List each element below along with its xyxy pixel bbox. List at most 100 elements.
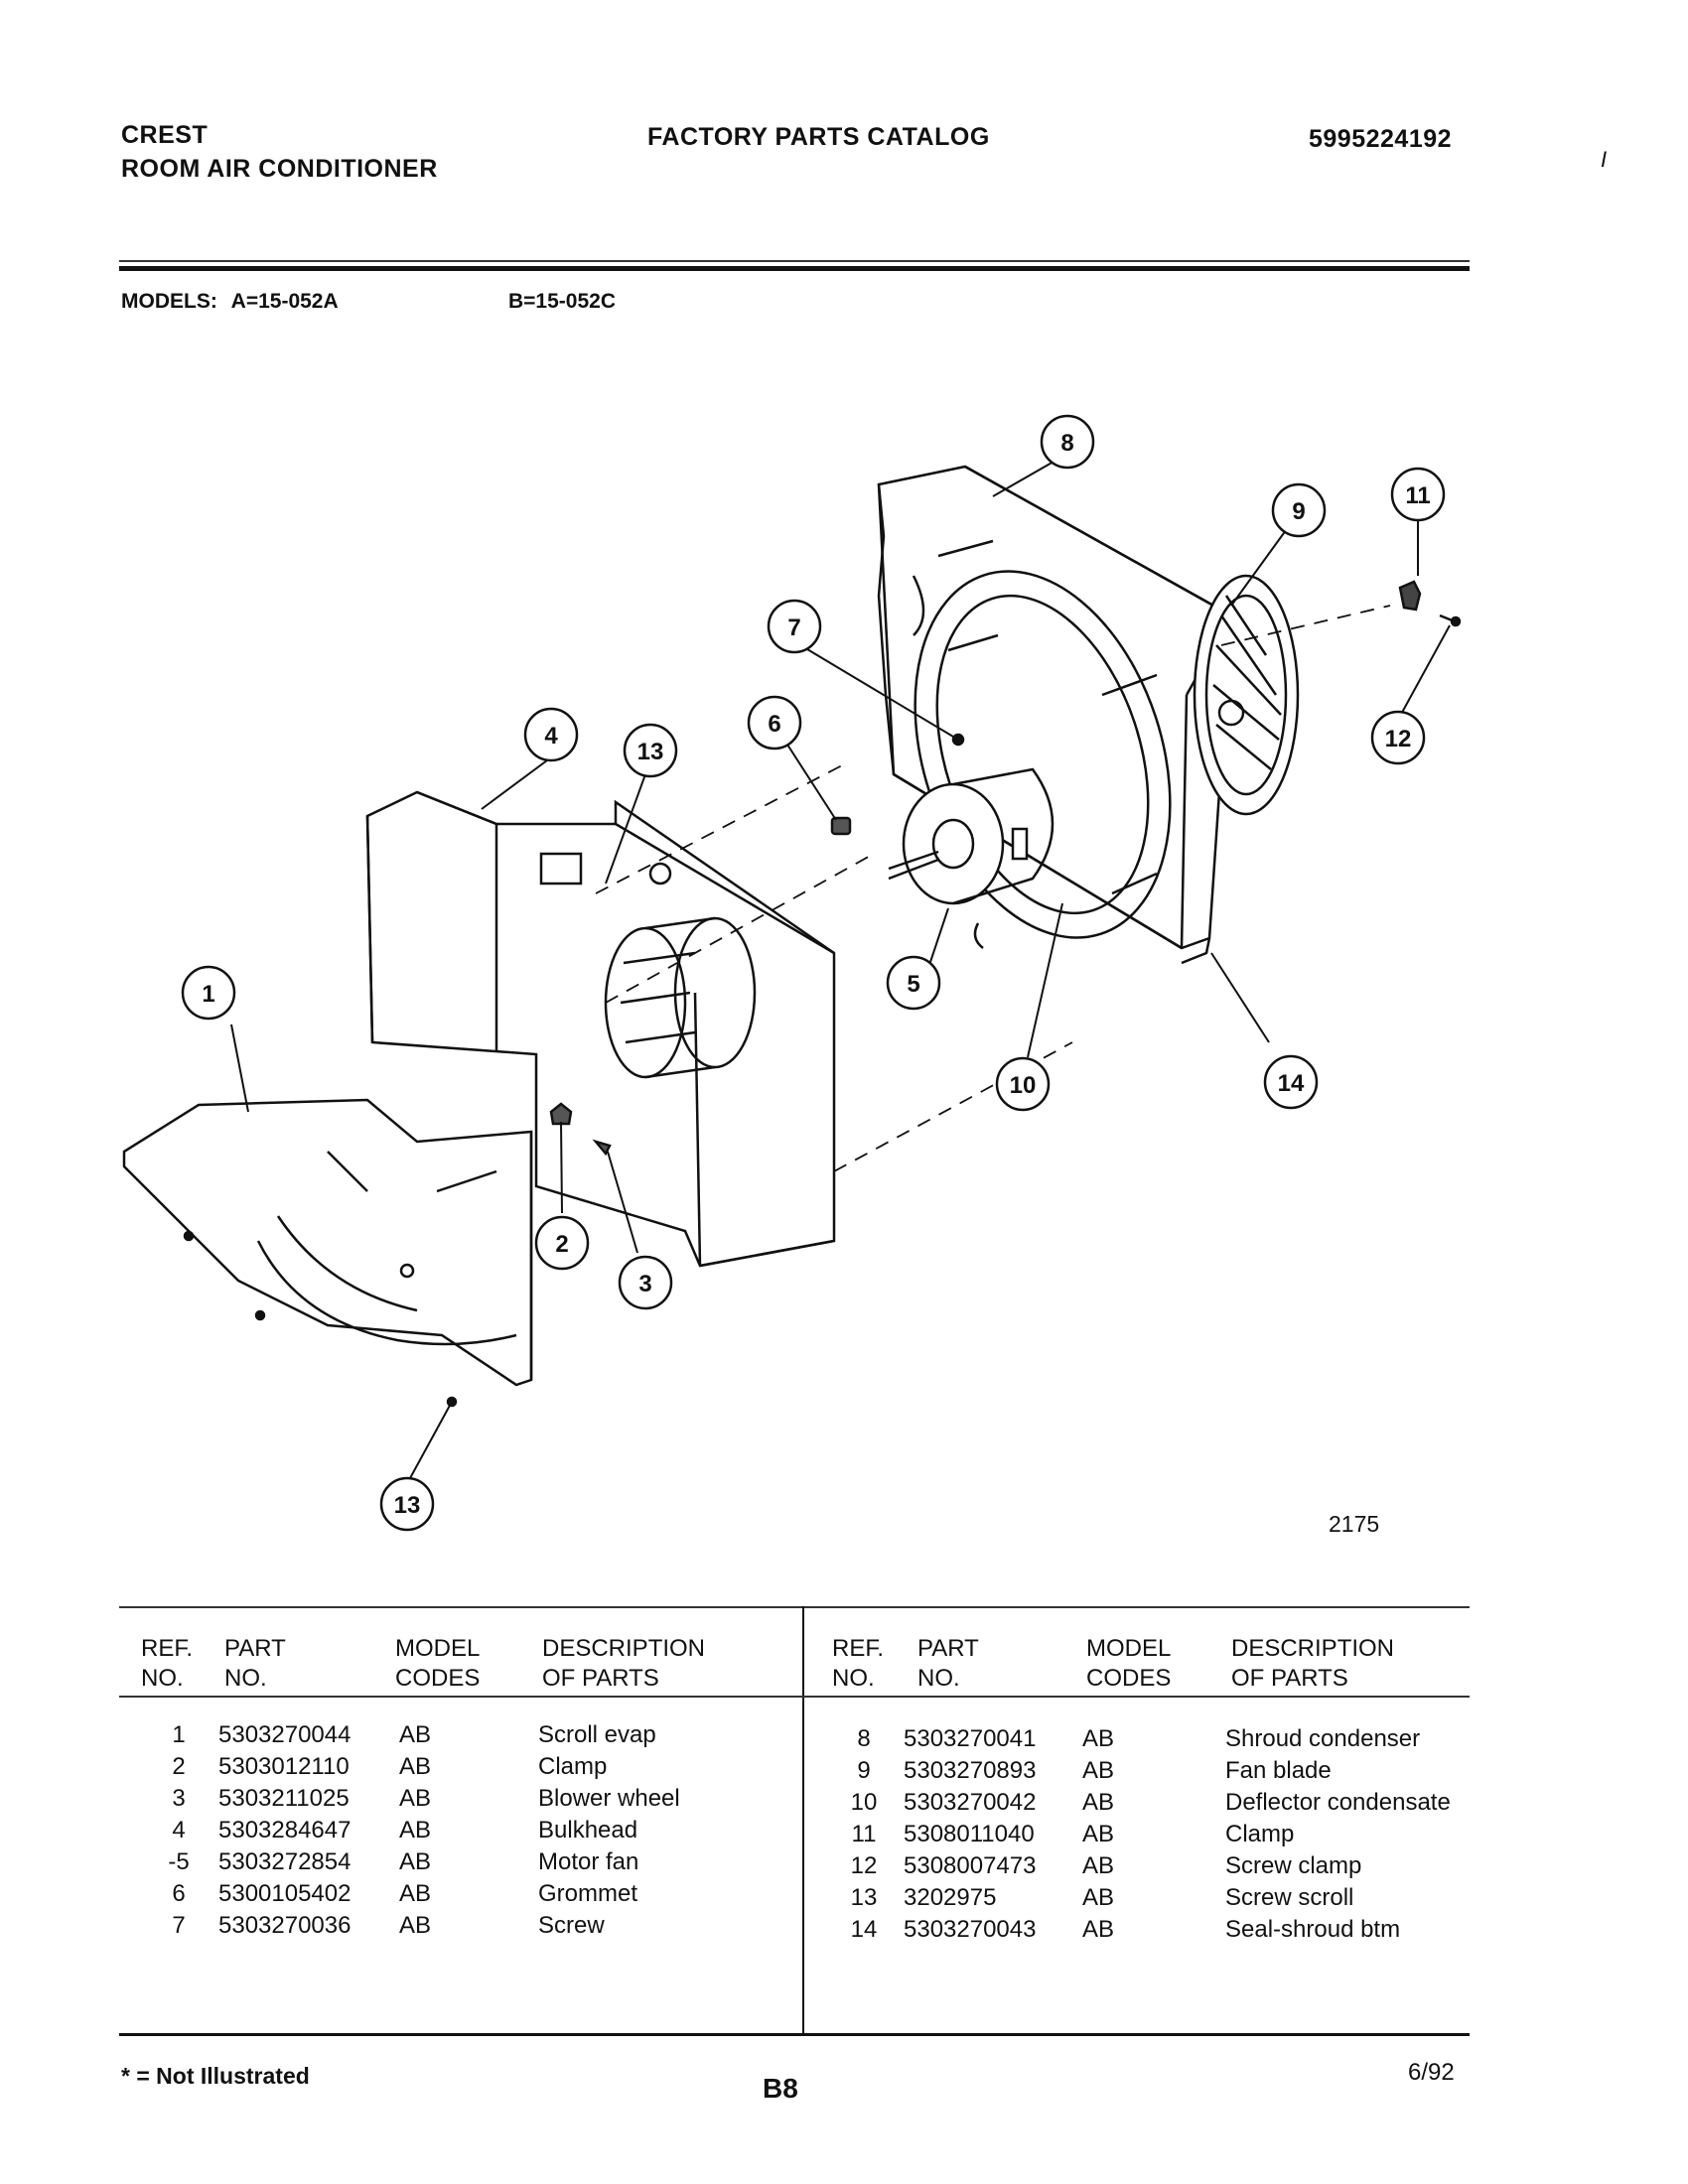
right-header-ref: REF. NO. xyxy=(832,1634,884,1694)
header-ref-line2: NO. xyxy=(832,1665,875,1692)
row-ref: 2 xyxy=(172,1753,186,1780)
row-ref: 4 xyxy=(172,1817,186,1843)
callout-13-bottom: 13 xyxy=(379,1476,435,1532)
header-desc-line1: DESCRIPTION xyxy=(542,1635,706,1662)
clamp xyxy=(549,1102,573,1126)
revision-date: 6/92 xyxy=(1408,2059,1455,2086)
exploded-parts-diagram: 1 2 3 4 5 6 7 8 9 10 11 12 13 13 14 xyxy=(122,414,1462,1532)
scroll-evap xyxy=(122,1098,533,1387)
catalog-number: 5995224192 xyxy=(1309,125,1453,153)
row-desc: Seal-shroud btm xyxy=(1225,1916,1401,1943)
callout-9-label: 9 xyxy=(1292,498,1305,525)
callout-10-label: 10 xyxy=(1010,1072,1037,1099)
callout-14: 14 xyxy=(1263,1054,1319,1110)
row-desc: Grommet xyxy=(538,1880,638,1907)
table-top-rule xyxy=(119,1606,1470,1608)
callout-13-top: 13 xyxy=(623,723,678,778)
header-part-line1: PART xyxy=(917,1635,979,1662)
header-desc-line2: OF PARTS xyxy=(1231,1665,1348,1692)
header-ref-line1: REF. xyxy=(141,1635,194,1662)
header-model-line1: MODEL xyxy=(1086,1635,1172,1662)
callout-5: 5 xyxy=(886,955,941,1011)
row-desc: Screw xyxy=(538,1912,605,1939)
header-desc-line2: OF PARTS xyxy=(542,1665,659,1692)
grommet xyxy=(830,816,852,836)
callout-3: 3 xyxy=(618,1255,673,1310)
row-part: 5303284647 xyxy=(218,1817,352,1843)
left-header-model: MODEL CODES xyxy=(395,1634,480,1694)
header-part-line1: PART xyxy=(224,1635,286,1662)
shroud-condenser xyxy=(877,465,1233,965)
right-header-desc: DESCRIPTION OF PARTS xyxy=(1231,1634,1394,1694)
row-part: 5303012110 xyxy=(218,1753,350,1780)
row-codes: AB xyxy=(1082,1852,1115,1879)
callout-6-label: 6 xyxy=(768,711,780,738)
row-part: 5303270044 xyxy=(218,1721,352,1748)
models-label: MODELS: A=15-052A xyxy=(121,290,339,314)
row-desc: Clamp xyxy=(538,1753,608,1780)
header-model-line2: CODES xyxy=(395,1665,481,1692)
left-header-desc: DESCRIPTION OF PARTS xyxy=(542,1634,705,1694)
brand-name: CREST xyxy=(121,121,209,149)
callout-4: 4 xyxy=(523,707,579,762)
row-part: 5300105402 xyxy=(218,1880,352,1907)
right-header-part: PART NO. xyxy=(917,1634,979,1694)
fan-blade xyxy=(1193,574,1300,816)
row-ref: 11 xyxy=(851,1821,877,1847)
model-b: B=15-052C xyxy=(508,290,616,313)
header-part-line2: NO. xyxy=(917,1665,960,1692)
callout-7: 7 xyxy=(767,599,822,654)
left-header-part: PART NO. xyxy=(224,1634,286,1694)
row-desc: Clamp xyxy=(1225,1821,1295,1847)
row-codes: AB xyxy=(399,1912,432,1939)
callout-1-label: 1 xyxy=(202,981,214,1008)
callouts: 1 2 3 4 5 6 7 8 9 10 11 12 13 13 14 xyxy=(181,414,1446,1532)
row-desc: Deflector condensate xyxy=(1225,1789,1451,1816)
row-part: 5303272854 xyxy=(218,1848,352,1875)
row-codes: AB xyxy=(399,1753,432,1780)
callout-9: 9 xyxy=(1271,482,1327,538)
header-part-line2: NO. xyxy=(224,1665,267,1692)
page-number: B8 xyxy=(763,2073,798,2104)
row-ref: 13 xyxy=(850,1884,878,1911)
row-ref: -5 xyxy=(168,1848,190,1875)
row-desc: Bulkhead xyxy=(538,1817,638,1843)
callout-14-label: 14 xyxy=(1278,1070,1305,1097)
drawing-number: 2175 xyxy=(1329,1511,1380,1537)
row-ref: 14 xyxy=(850,1916,878,1943)
row-part: 5308011040 xyxy=(904,1821,1035,1847)
header-ref-line2: NO. xyxy=(141,1665,184,1692)
row-ref: 12 xyxy=(850,1852,878,1879)
callout-11: 11 xyxy=(1390,467,1446,522)
callout-8: 8 xyxy=(1040,414,1095,470)
header-rule-thin xyxy=(119,260,1470,262)
row-ref: 6 xyxy=(172,1880,186,1907)
header-desc-line1: DESCRIPTION xyxy=(1231,1635,1395,1662)
table-row: 2 5303012110 AB Clamp xyxy=(139,1751,680,1783)
screw-blower xyxy=(592,1139,612,1157)
row-codes: AB xyxy=(399,1848,432,1875)
table-bottom-rule xyxy=(119,2033,1470,2036)
callout-12-label: 12 xyxy=(1385,726,1412,752)
row-codes: AB xyxy=(399,1785,432,1812)
row-desc: Scroll evap xyxy=(538,1721,656,1748)
callout-8-label: 8 xyxy=(1060,430,1073,457)
callout-5-label: 5 xyxy=(907,971,919,998)
row-ref: 7 xyxy=(172,1912,186,1939)
table-center-divider xyxy=(802,1606,804,2035)
row-codes: AB xyxy=(1082,1821,1115,1847)
leader-lines xyxy=(230,457,1451,1479)
catalog-title: FACTORY PARTS CATALOG xyxy=(647,123,990,151)
row-ref: 8 xyxy=(857,1725,871,1752)
row-codes: AB xyxy=(399,1721,432,1748)
left-header-ref: REF. NO. xyxy=(141,1634,193,1694)
row-part: 5303211025 xyxy=(218,1785,350,1812)
